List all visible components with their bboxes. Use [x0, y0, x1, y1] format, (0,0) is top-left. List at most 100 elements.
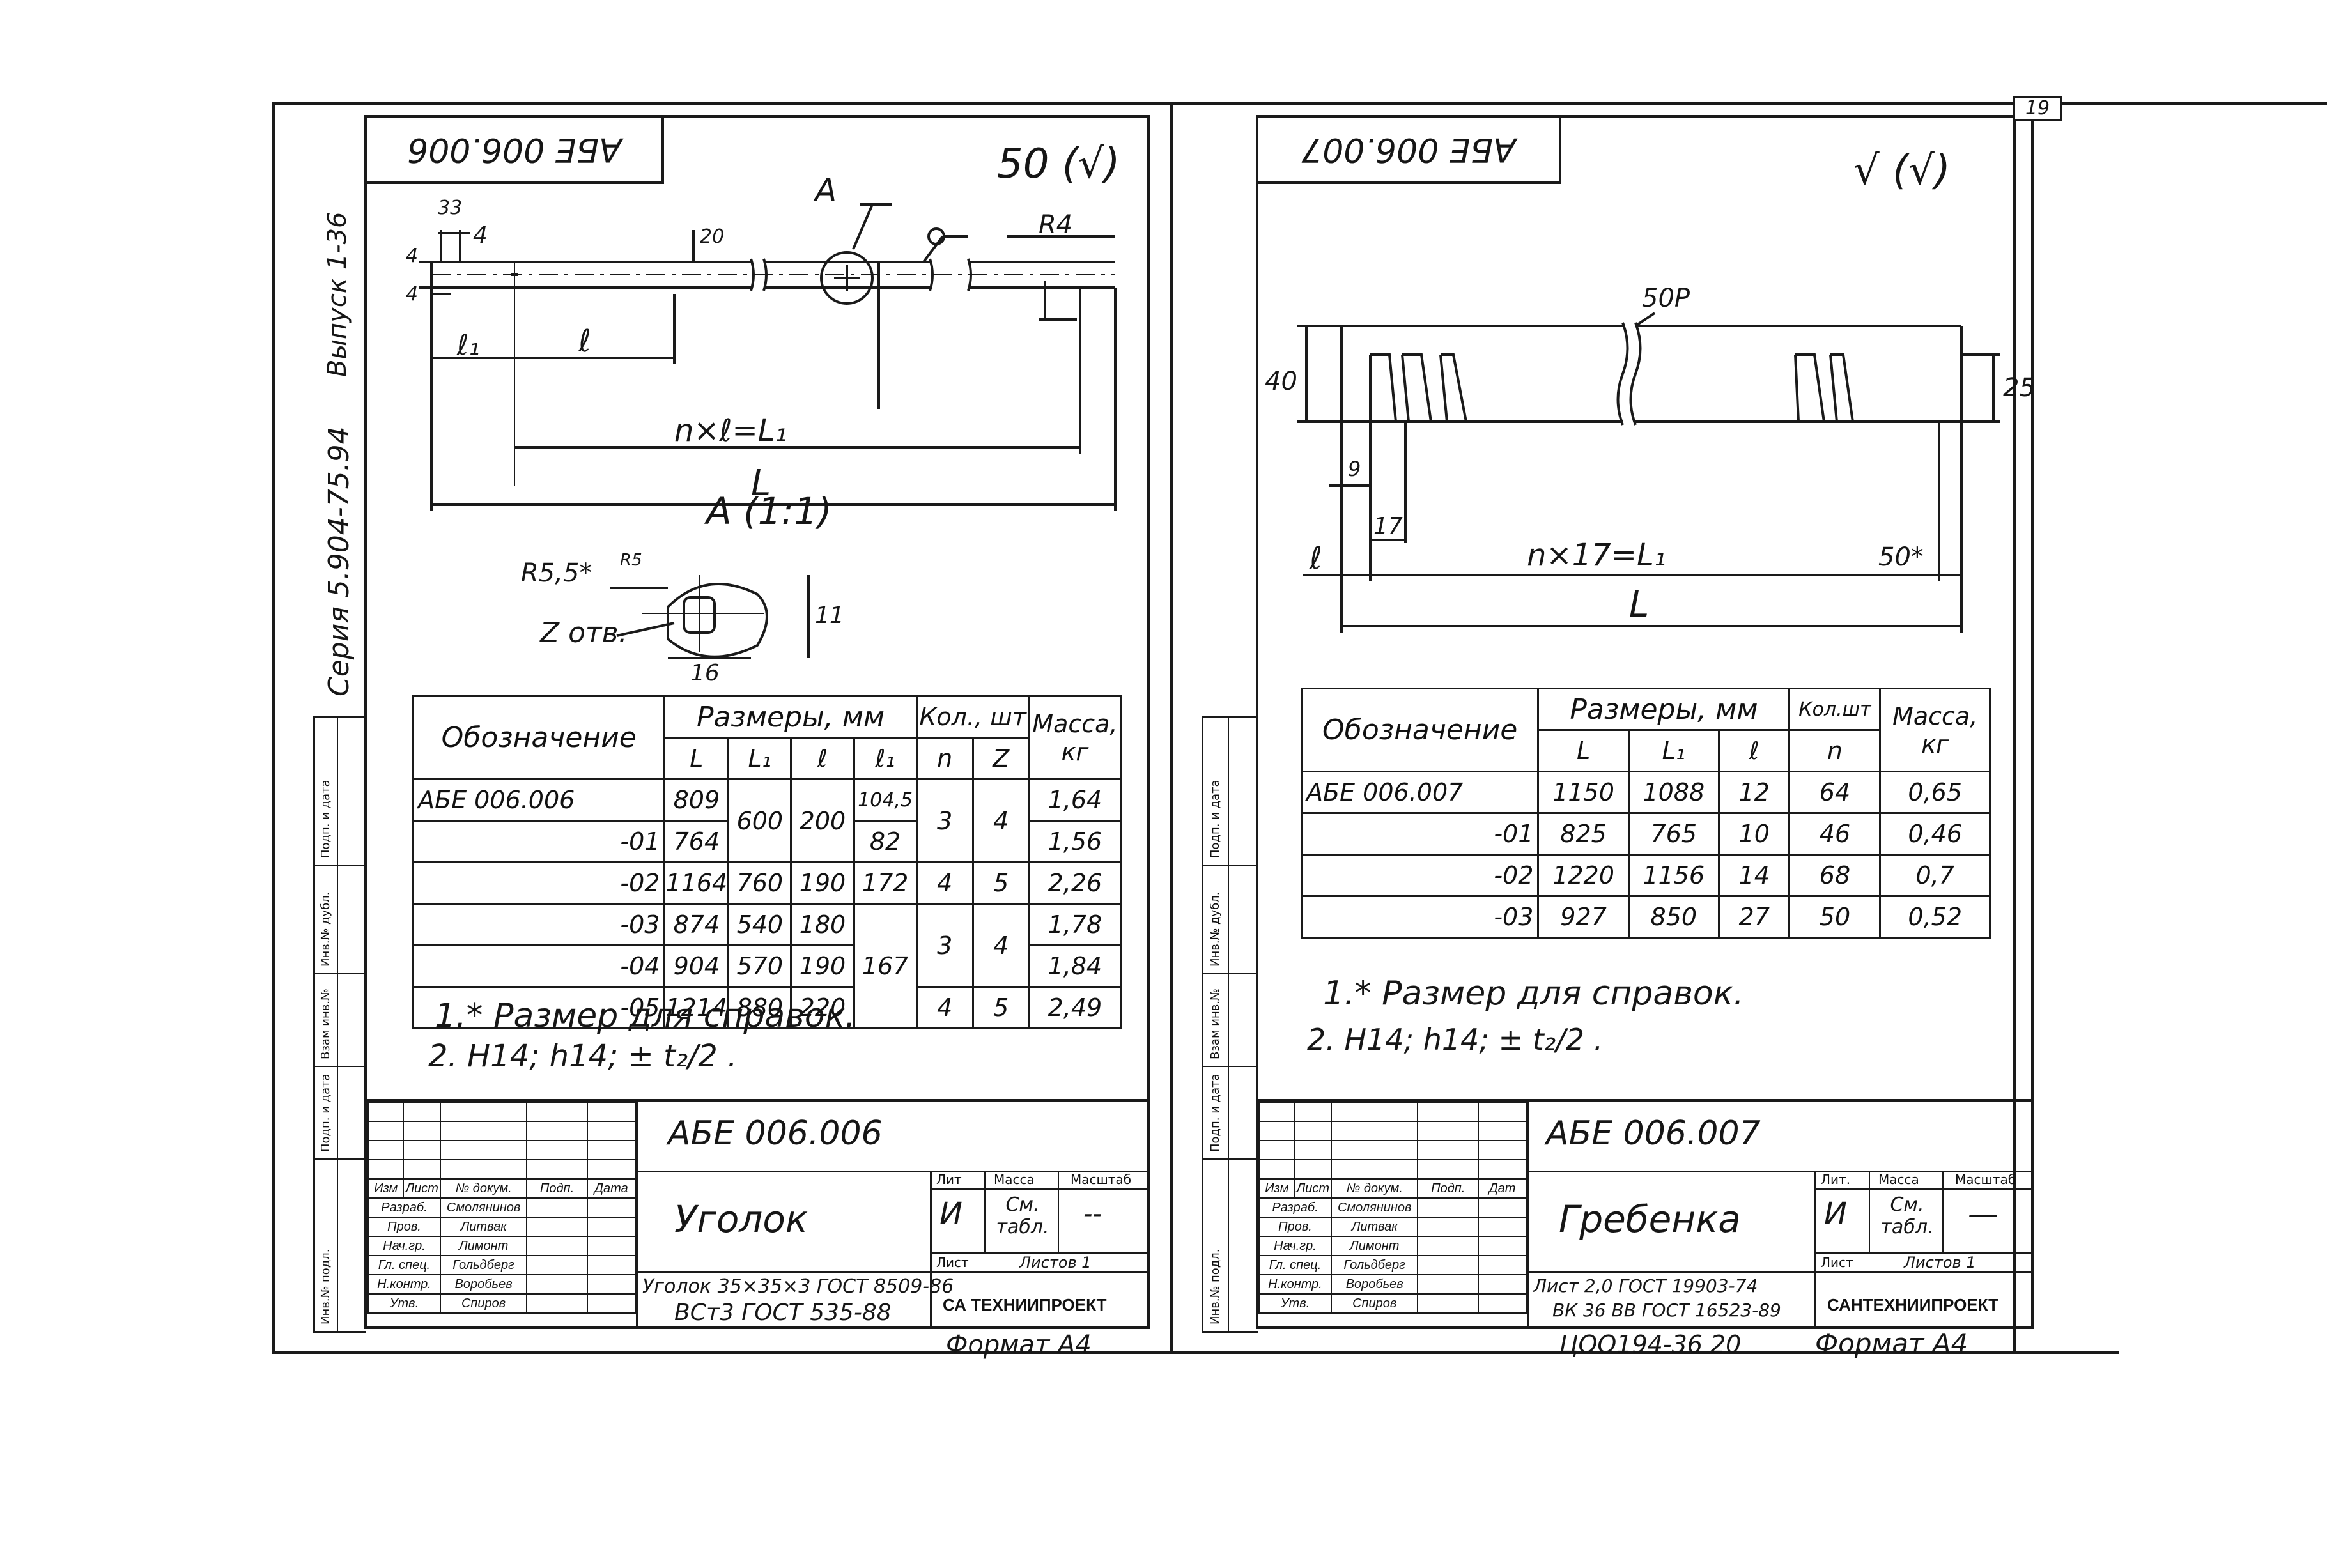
right-stamp-grid: Изм Лист № докум. Подп. Дат Разраб.Смоля… — [1258, 1102, 1527, 1314]
th-sub: ℓ₁ — [853, 737, 918, 780]
detail-label: A (1:1) — [704, 489, 832, 533]
th-mass: Масса, кг — [1879, 688, 1991, 772]
cell-Z: 5 — [971, 861, 1030, 905]
left-stamp-material-2: ВСт3 ГОСТ 535-88 — [674, 1300, 892, 1326]
left-roughness: 50 (√) — [997, 141, 1120, 188]
cell-code: АБЕ 006.006 — [412, 778, 666, 822]
dim-l1: ℓ₁ — [456, 329, 480, 362]
th-qty: Кол.шт — [1788, 688, 1882, 731]
right-inner-frame-bottom — [1256, 1326, 2032, 1329]
scale-value: — — [1968, 1196, 1998, 1232]
left-stamp-grid: Изм Лист № докум. Подп. Дата Разраб.Смол… — [367, 1102, 637, 1314]
right-stamp-title: Гребенка — [1559, 1197, 1741, 1241]
left-title-block: Изм Лист № докум. Подп. Дата Разраб.Смол… — [367, 1099, 1147, 1329]
cell-code: -01 — [1300, 812, 1540, 856]
stamp-name: Гольдберг — [439, 1255, 528, 1275]
stamp-line — [1527, 1171, 2032, 1172]
cell-code: -04 — [412, 944, 666, 988]
cell-L1: 880 — [727, 986, 792, 1029]
cell-l1: 172 — [853, 861, 918, 905]
stamp-role: Разраб. — [1258, 1197, 1332, 1218]
dim-holes: Z отв. — [539, 617, 628, 649]
mass-value: См. табл. — [1880, 1194, 1934, 1238]
cell-code: -05 — [412, 986, 666, 1029]
scale-head: Масштаб — [1955, 1172, 2016, 1187]
table-row: -01 825 765 10 46 0,46 — [1300, 812, 1991, 856]
side-stamp-row — [1203, 973, 1258, 974]
right-comb-drawing: 50P 40 25 9 17 ℓ n×17=L₁ 50* L — [1265, 284, 2032, 633]
right-stamp-material-2: ВК 36 ВВ ГОСТ 16523-89 — [1552, 1300, 1781, 1321]
stamp-line — [1814, 1252, 2032, 1254]
frame-bottom — [272, 1351, 2119, 1354]
stamp-role: Пров. — [1258, 1217, 1332, 1237]
sheet-label: Лист — [1821, 1255, 1853, 1270]
left-format: Формат А4 — [946, 1330, 1092, 1360]
dim-50s: 50* — [1878, 542, 1924, 572]
stamp-name: Спиров — [439, 1293, 528, 1314]
left-inner-frame-bottom — [364, 1326, 1150, 1329]
cell-L: 1220 — [1537, 854, 1630, 897]
stamp-col-head: Лист — [403, 1178, 441, 1199]
left-inner-frame-right — [1147, 115, 1150, 1329]
right-format: Формат А4 — [1815, 1328, 1968, 1359]
left-stamp-code: АБЕ 006.006 — [668, 1114, 883, 1153]
stamp-col-head: Подп. — [1417, 1178, 1480, 1199]
stamp-line — [1814, 1272, 2032, 1273]
sheets-label: Листов 1 — [1904, 1254, 1976, 1272]
cell-L: 874 — [663, 903, 730, 946]
th-sub: L — [663, 737, 730, 780]
cell-L: 825 — [1537, 812, 1630, 856]
stamp-divider — [1869, 1171, 1870, 1254]
cell-mass: 0,46 — [1879, 812, 1991, 856]
left-note-1: 1.* Размер для справок. — [435, 997, 856, 1035]
org-name: САНТЕХНИИПРОЕКТ — [1827, 1295, 1999, 1314]
scale-head: Масштаб — [1071, 1172, 1132, 1187]
cell-n: 3 — [915, 778, 974, 863]
th-qty: Кол., шт — [915, 695, 1030, 739]
right-inner-frame-top — [1256, 115, 2032, 118]
dim-4b: 4 — [406, 245, 418, 267]
sheet-number: 19 — [2025, 97, 2050, 119]
cell-L: 927 — [1537, 895, 1630, 939]
cell-mass: 0,7 — [1879, 854, 1991, 897]
th-sizes: Размеры, мм — [1537, 688, 1791, 731]
dim-16: 16 — [690, 660, 720, 686]
right-bottom-code: ЦОО194-36 20 — [1559, 1330, 1742, 1358]
cell-mass: 1,56 — [1028, 820, 1122, 863]
stamp-divider — [1058, 1171, 1059, 1254]
th-designation: Обозначение — [1300, 688, 1540, 772]
dim-20: 20 — [700, 226, 724, 248]
cell-n: 4 — [915, 861, 974, 905]
dim-l: ℓ — [578, 323, 591, 359]
left-note-2: 2. H14; h14; ± t₂/2 . — [428, 1038, 738, 1074]
cell-l: 220 — [790, 986, 855, 1029]
right-stamp-code: АБЕ 006.007 — [1546, 1114, 1761, 1153]
cell-l1: 167 — [853, 903, 918, 1029]
side-stamp-row — [315, 1158, 366, 1160]
cell-mass: 0,52 — [1879, 895, 1991, 939]
cell-L1: 760 — [727, 861, 792, 905]
side-label: Подп. и дата — [319, 780, 332, 858]
stamp-role: Нач.гр. — [1258, 1236, 1332, 1256]
cell-n: 46 — [1788, 812, 1882, 856]
dim-4a: 4 — [473, 222, 488, 249]
frame-center — [1170, 102, 1173, 1353]
dim-l-right: ℓ — [1309, 541, 1322, 576]
side-label: Инв.№ дубл. — [1209, 891, 1222, 967]
frame-right — [2013, 102, 2016, 1353]
table-row: -02 1220 1156 14 68 0,7 — [1300, 854, 1991, 897]
th-sub: n — [1788, 729, 1882, 772]
side-stamp-row — [315, 1066, 366, 1067]
stamp-name: Смолянинов — [1330, 1197, 1419, 1218]
org-name: СА ТЕХНИИПРОЕКТ — [943, 1295, 1107, 1314]
stamp-divider — [1527, 1102, 1529, 1329]
sheet-label: Лист — [936, 1255, 969, 1270]
cell-l: 190 — [790, 861, 855, 905]
dim-9: 9 — [1348, 457, 1361, 481]
series-text: Серия 5.904-75.94 — [323, 426, 355, 696]
stamp-col-head: № докум. — [439, 1178, 528, 1199]
side-stamp-divider — [1228, 718, 1229, 1331]
dim-50p: 50P — [1642, 284, 1690, 313]
mass-head: Масса — [1878, 1172, 1919, 1187]
stamp-name: Лимонт — [1330, 1236, 1419, 1256]
